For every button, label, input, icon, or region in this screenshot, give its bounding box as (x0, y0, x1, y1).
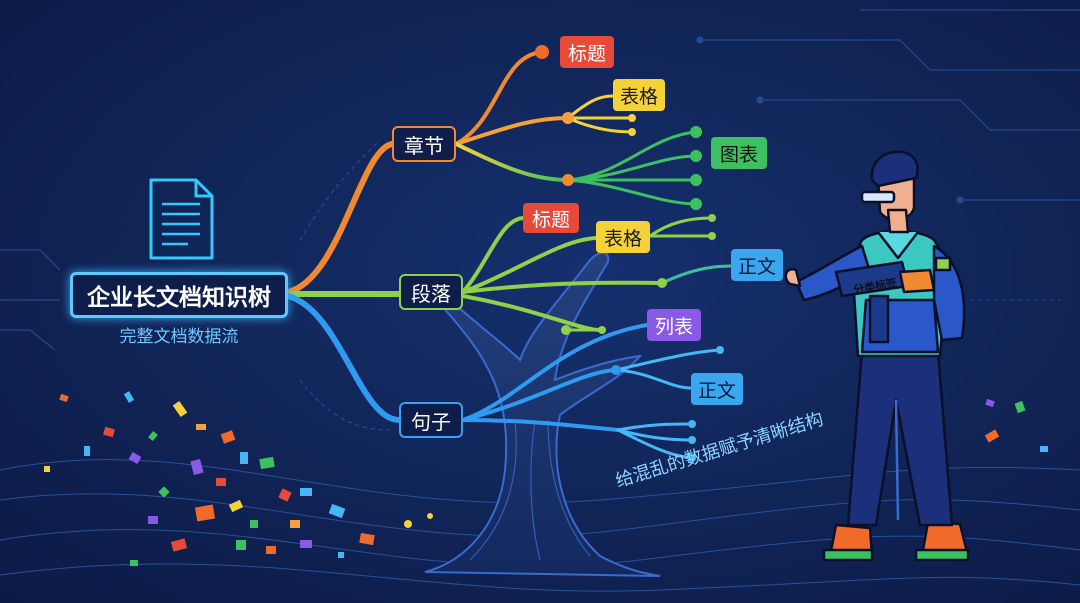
document-icon (149, 178, 214, 260)
sentence-sub-branches (461, 323, 724, 462)
root-title: 企业长文档知识树 (70, 272, 288, 318)
tag-title-1: 标题 (560, 36, 614, 68)
data-fragments (44, 391, 1048, 566)
tag-table-2: 表格 (596, 221, 650, 253)
labeler-person (784, 150, 970, 562)
tag-title-2: 标题 (523, 203, 579, 233)
branch-node-sentence: 句子 (399, 402, 463, 438)
tag-list: 列表 (647, 309, 701, 341)
chapter-sub-branches (454, 45, 702, 210)
main-branches (285, 141, 402, 423)
branch-chapter (285, 141, 395, 295)
branch-node-paragraph: 段落 (399, 274, 463, 310)
tag-body-2: 正文 (691, 373, 743, 405)
paragraph-sub-branches (461, 214, 733, 335)
tag-chart: 图表 (711, 137, 767, 169)
circuit-lines (0, 9, 1080, 351)
branch-sentence (285, 293, 402, 423)
branch-node-chapter: 章节 (392, 126, 456, 162)
tag-body-1: 正文 (731, 249, 783, 281)
tag-table-1: 表格 (613, 79, 665, 111)
root-subtitle: 完整文档数据流 (119, 327, 239, 347)
